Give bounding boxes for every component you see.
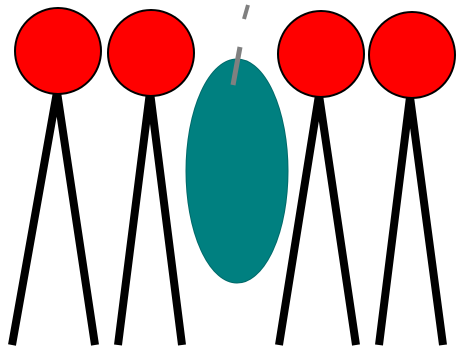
protein-ellipse (186, 59, 288, 283)
lipid-3-head (278, 11, 364, 97)
lipid-2-head (108, 10, 194, 96)
lipid-1-head (15, 8, 101, 94)
lipid-4-head (369, 12, 455, 98)
